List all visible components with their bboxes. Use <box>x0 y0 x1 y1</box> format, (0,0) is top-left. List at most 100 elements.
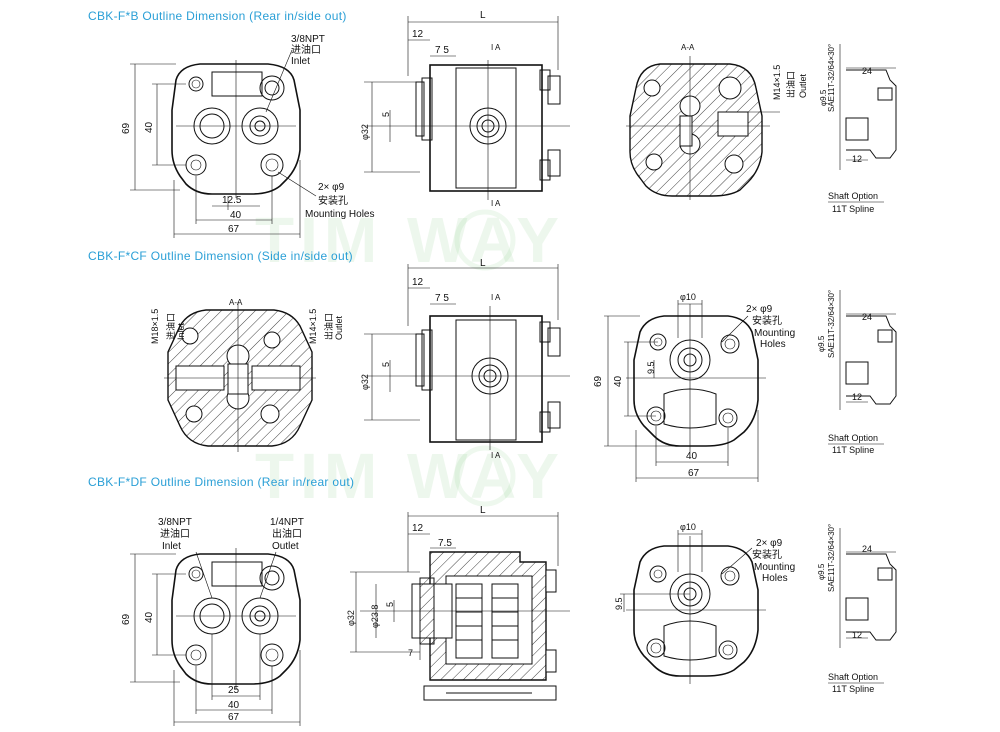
dim-5: 5 <box>381 112 391 117</box>
watermark-text-bottom: TIM WAY <box>255 440 565 512</box>
label-spline-row2: 11T Spline <box>832 445 874 455</box>
label-outlet-row1: Outlet <box>798 73 808 98</box>
label-ia-bottom: I A <box>491 199 501 208</box>
label-spline-row3: 11T Spline <box>832 684 874 694</box>
dim-69: 69 <box>121 122 132 134</box>
dim-9-5-row2: 9.5 <box>646 361 656 374</box>
dim-12-shaft-row1: 12 <box>852 154 862 164</box>
label-m14-row2: M14×1.5 <box>308 309 318 344</box>
dim-12-shaft-row3: 12 <box>852 630 862 640</box>
dim-7-5: 7 5 <box>435 45 449 56</box>
label-mounting-holes: Mounting Holes <box>305 209 374 220</box>
label-spline-row1: 11T Spline <box>832 204 874 214</box>
section-title-df: CBK-F*DF Outline Dimension (Rear in/rear… <box>88 475 354 489</box>
label-ia-top-row2: I A <box>491 293 501 302</box>
dim-phi10-row2: φ10 <box>680 292 696 302</box>
watermark-text-top: TIM WAY <box>255 204 565 276</box>
dim-40-bottom-row3: 40 <box>228 700 240 711</box>
label-sae-row1: SAE11T-32/64×30° <box>827 44 836 112</box>
label-inlet-cn: 进油口 <box>291 43 321 56</box>
dim-phi32-row3: φ32 <box>346 610 356 626</box>
dim-7-5-row3: 7.5 <box>438 538 452 549</box>
row2-front-view: φ10 2× φ9 安装孔 Mounting Holes 69 40 9.5 4… <box>593 292 795 482</box>
label-sae-row2: SAE11T-32/64×30° <box>827 290 836 358</box>
dim-L-row2: L <box>480 258 486 269</box>
dim-12: 12 <box>412 29 424 40</box>
label-holes-2x9-row3: 2× φ9 <box>756 538 783 549</box>
label-holes-cn-row3: 安装孔 <box>752 548 782 561</box>
dim-5-row3: 5 <box>385 602 395 607</box>
dim-40-bottom-row2: 40 <box>686 451 698 462</box>
dim-69-row2: 69 <box>593 375 604 387</box>
row1-side-view: L 12 7 5 I A I A φ32 5 <box>360 10 570 208</box>
label-phi9-5-row2: φ9.5 <box>817 335 826 352</box>
label-m14-row1: M14×1.5 <box>772 65 782 100</box>
label-holes-row2: Holes <box>760 339 786 350</box>
dim-40-bottom: 40 <box>230 210 242 221</box>
label-aa-row2: A-A <box>229 298 243 307</box>
label-inlet-row3: Inlet <box>162 541 181 552</box>
label-shaft-option-row2: Shaft Option <box>828 433 878 443</box>
dim-12-row2: 12 <box>412 277 424 288</box>
label-inlet-cn-row2: 进油口 <box>165 313 176 340</box>
dim-67: 67 <box>228 224 240 235</box>
dim-25-row3: 25 <box>228 685 240 696</box>
dim-7-row3: 7 <box>408 648 413 658</box>
label-phi9-5-row3: φ9.5 <box>817 563 826 580</box>
dim-phi23-8: φ23.8 <box>370 605 380 628</box>
label-npt14-row3: 1/4NPT <box>270 517 304 528</box>
row3-shaft-option: 24 12 φ9.5 SAE11T-32/64×30° Shaft Option… <box>817 524 897 694</box>
dim-24-row2: 24 <box>862 312 872 322</box>
label-holes-row3: Holes <box>762 573 788 584</box>
label-holes-cn-row2: 安装孔 <box>752 314 782 327</box>
label-outlet-row2: Outlet <box>334 315 344 340</box>
dim-5-row2: 5 <box>381 362 391 367</box>
label-aa-row1: A-A <box>681 43 695 52</box>
label-phi9-5-row1: φ9.5 <box>819 89 828 106</box>
dim-67-row3: 67 <box>228 712 240 723</box>
watermark: TIM WAY TIM WAY <box>255 204 565 512</box>
row2-section-view: A-A M18×1.5 进油口 Inlet M14×1.5 出油口 Outlet <box>150 298 344 452</box>
dim-67-row2: 67 <box>688 468 700 479</box>
label-shaft-option-row3: Shaft Option <box>828 672 878 682</box>
row3-front-view: 69 40 25 40 67 3/8NPT 进油口 Inlet 1/4NPT 出… <box>121 517 304 726</box>
label-inlet-cn-row3: 进油口 <box>160 527 190 540</box>
label-ia-bottom-row2: I A <box>491 451 501 460</box>
label-npt38: 3/8NPT <box>291 34 325 45</box>
label-outlet-row3: Outlet <box>272 541 299 552</box>
label-inlet: Inlet <box>291 56 310 67</box>
row3-front-view-right: φ10 2× φ9 安装孔 Mounting Holes 9.5 <box>614 522 795 684</box>
row2-shaft-option: 24 12 φ9.5 SAE11T-32/64×30° Shaft Option… <box>817 290 897 455</box>
dim-40-row3: 40 <box>144 611 155 623</box>
section-title-cf: CBK-F*CF Outline Dimension (Side in/side… <box>88 249 353 263</box>
row2-side-view: L 12 7 5 I A I A φ32 5 <box>360 258 570 460</box>
label-holes-2x9: 2× φ9 <box>318 182 345 193</box>
watermark-logo-bottom <box>454 445 516 507</box>
dim-12-shaft-row2: 12 <box>852 392 862 402</box>
label-m18: M18×1.5 <box>150 309 160 344</box>
row1-section-view: A-A M14×1.5 出油口 Outlet <box>626 43 808 200</box>
dim-69-row3: 69 <box>121 613 132 625</box>
label-outlet-cn-row3: 出油口 <box>272 527 302 540</box>
dim-40: 40 <box>144 121 155 133</box>
dim-phi32: φ32 <box>360 124 370 140</box>
label-holes-2x9-row2: 2× φ9 <box>746 304 773 315</box>
dim-24-row3: 24 <box>862 544 872 554</box>
dim-12-row3: 12 <box>412 523 424 534</box>
dim-L: L <box>480 10 486 21</box>
dim-phi10-row3: φ10 <box>680 522 696 532</box>
section-title-b: CBK-F*B Outline Dimension (Rear in/side … <box>88 9 347 23</box>
dim-24-row1: 24 <box>862 66 872 76</box>
row1-shaft-option: 24 12 φ9.5 SAE11T-32/64×30° Shaft Option… <box>819 44 897 214</box>
label-outlet-cn-row2: 出油口 <box>323 313 334 340</box>
label-ia-top: I A <box>491 43 501 52</box>
row3-side-section-view: L 12 7.5 φ32 φ23.8 5 7 <box>346 505 570 701</box>
label-holes-cn: 安装孔 <box>318 194 348 207</box>
label-sae-row3: SAE11T-32/64×30° <box>827 524 836 592</box>
label-inlet-row2: Inlet <box>176 322 186 340</box>
dim-9-5-row3: 9.5 <box>614 597 624 610</box>
label-mounting-row3: Mounting <box>754 562 795 573</box>
label-outlet-cn-row1: 出油口 <box>785 71 796 98</box>
dim-40-row2: 40 <box>613 375 624 387</box>
